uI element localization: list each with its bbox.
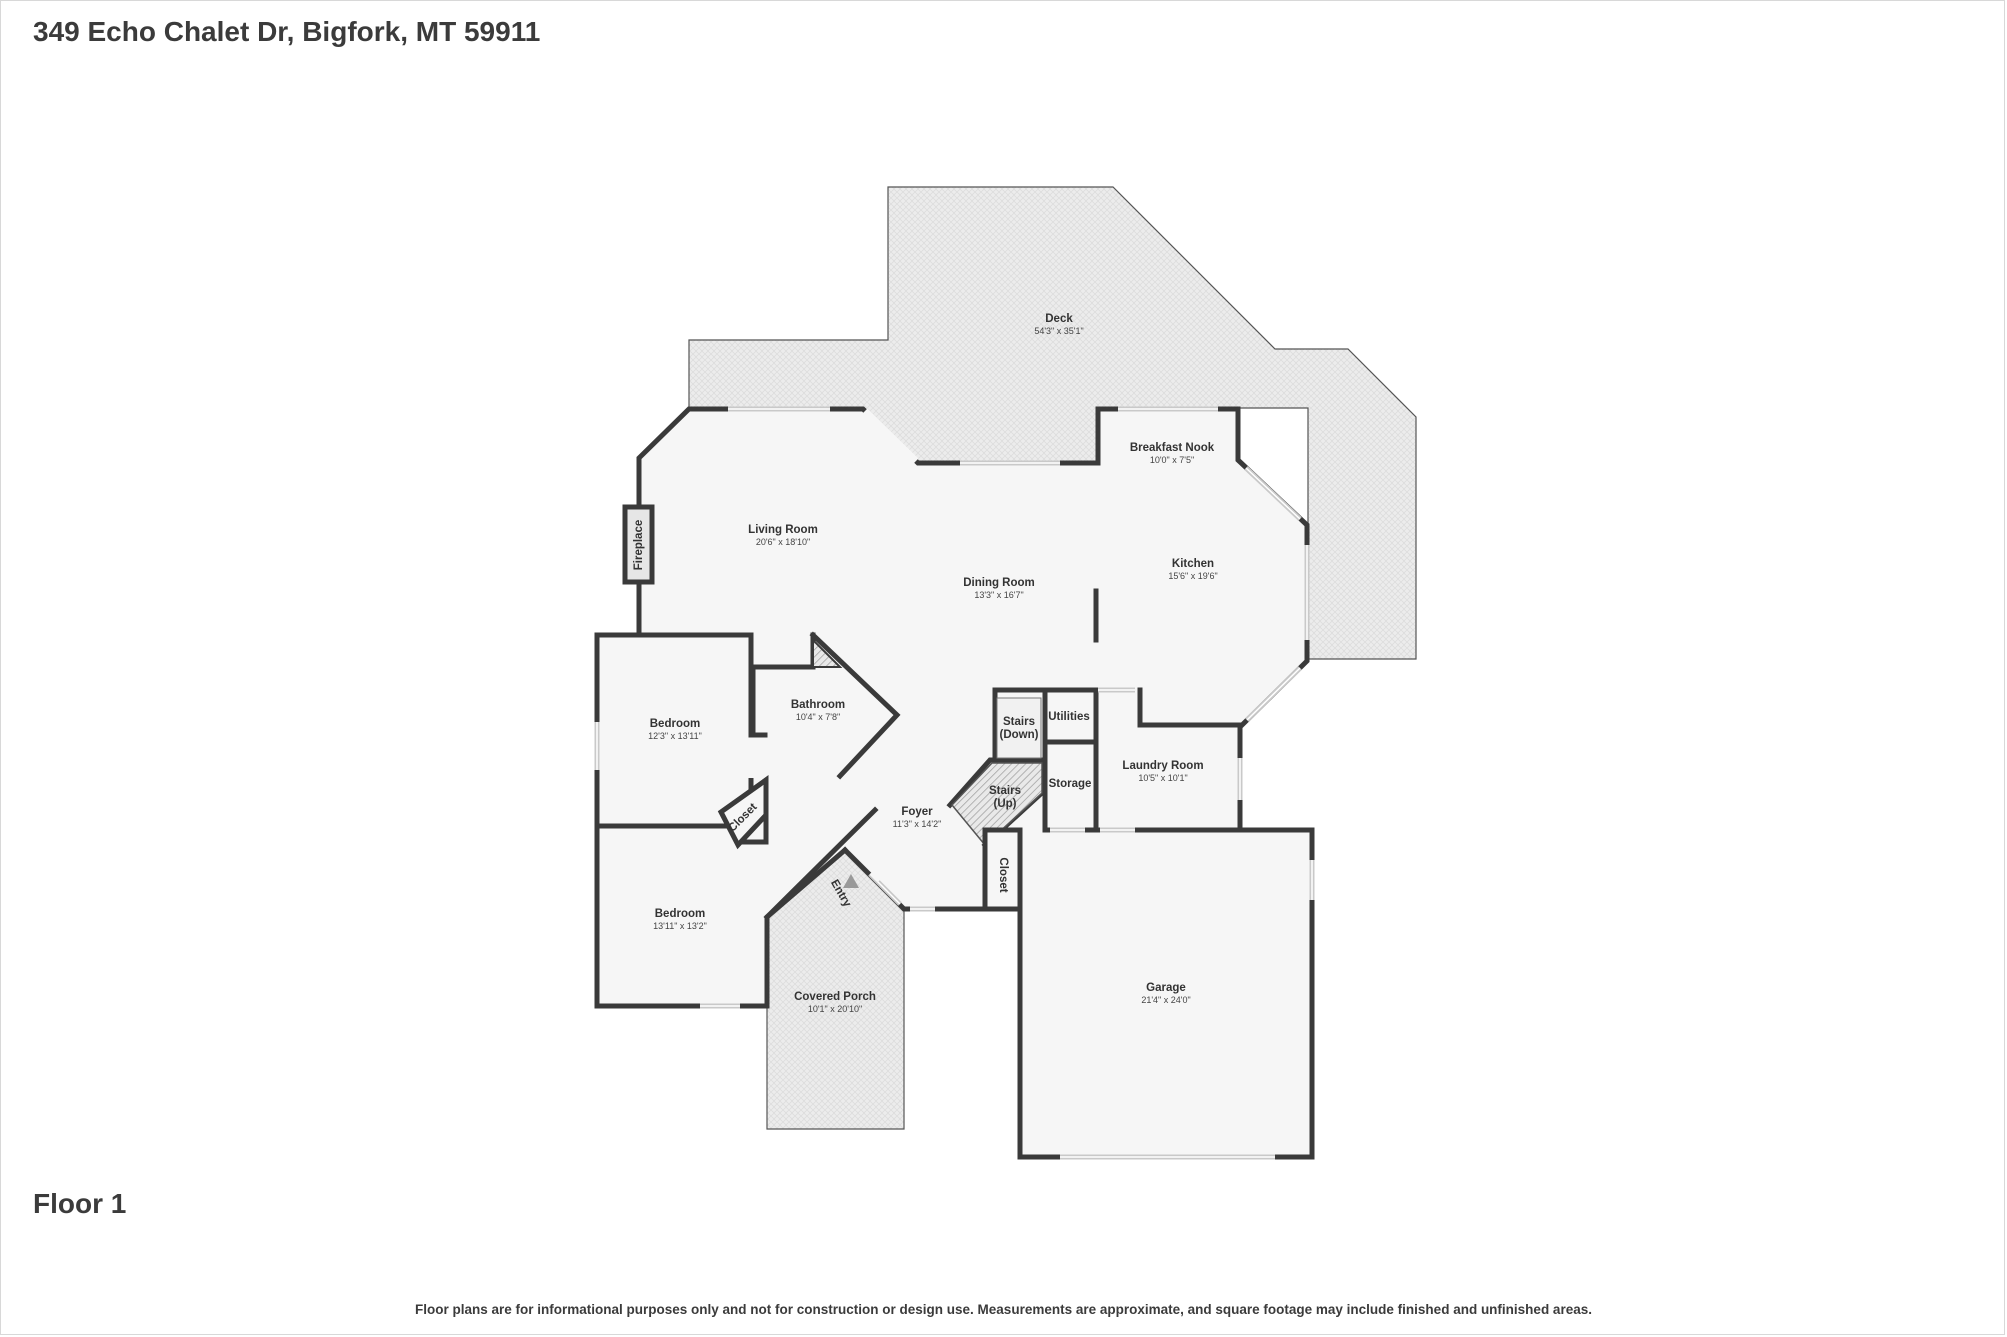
foyer-dims: 11'3" x 14'2" <box>893 819 942 829</box>
interior-floor <box>597 409 1312 1157</box>
disclaimer: Floor plans are for informational purpos… <box>415 1302 1592 1317</box>
bedroom-1-dims: 12'3" x 13'11" <box>648 731 702 741</box>
room-labels: Deck 54'3" x 35'1" Breakfast Nook 10'0" … <box>633 313 1218 1014</box>
deck-label: Deck <box>1045 313 1073 325</box>
windows <box>594 406 1315 1160</box>
stairs-down <box>996 697 1042 759</box>
bathroom-dims: 10'4" x 7'8" <box>796 712 840 722</box>
bathroom-shower <box>812 637 843 668</box>
covered-porch-dims: 10'1" x 20'10" <box>808 1004 862 1014</box>
breakfast-nook-dims: 10'0" x 7'5" <box>1150 455 1194 465</box>
kitchen-label: Kitchen <box>1172 558 1214 570</box>
page-title: 349 Echo Chalet Dr, Bigfork, MT 59911 <box>33 16 541 47</box>
laundry-room-dims: 10'5" x 10'1" <box>1138 773 1187 783</box>
living-room-dims: 20'6" x 18'10" <box>756 537 810 547</box>
utilities-label: Utilities <box>1048 711 1090 723</box>
stairs-up <box>950 762 1043 847</box>
deck-dims: 54'3" x 35'1" <box>1034 326 1083 336</box>
dining-room-label: Dining Room <box>963 577 1035 589</box>
kitchen-dims: 15'6" x 19'6" <box>1168 571 1217 581</box>
laundry-room-label: Laundry Room <box>1122 760 1203 772</box>
garage-label: Garage <box>1146 982 1186 994</box>
garage-dims: 21'4" x 24'0" <box>1141 995 1190 1005</box>
utilities-room <box>1042 687 1099 745</box>
stairs-up-label-1: Stairs <box>989 785 1021 797</box>
foyer-label: Foyer <box>901 806 933 818</box>
bedroom-2-label: Bedroom <box>655 908 705 920</box>
dining-room-dims: 13'3" x 16'7" <box>974 590 1023 600</box>
stairs-up-label-2: (Up) <box>994 798 1017 810</box>
covered-porch-label: Covered Porch <box>794 991 876 1003</box>
foyer-closet-label: Closet <box>997 857 1009 892</box>
bedroom-2-dims: 13'11" x 13'2" <box>653 921 707 931</box>
entry-arrow-icon <box>843 874 859 888</box>
bedroom-1-label: Bedroom <box>650 718 700 730</box>
fireplace <box>622 504 655 585</box>
bedroom-closet <box>717 775 769 850</box>
stairs-down-label-2: (Down) <box>1000 729 1039 741</box>
fireplace-label: Fireplace <box>633 520 645 571</box>
bathroom-label: Bathroom <box>791 699 845 711</box>
storage-label: Storage <box>1049 778 1092 790</box>
door-openings <box>738 408 919 895</box>
breakfast-nook-label: Breakfast Nook <box>1130 442 1215 454</box>
stairs-down-label-1: Stairs <box>1003 716 1035 728</box>
living-room-label: Living Room <box>748 524 818 536</box>
floor-label: Floor 1 <box>33 1188 127 1219</box>
foyer-closet <box>982 827 1023 912</box>
